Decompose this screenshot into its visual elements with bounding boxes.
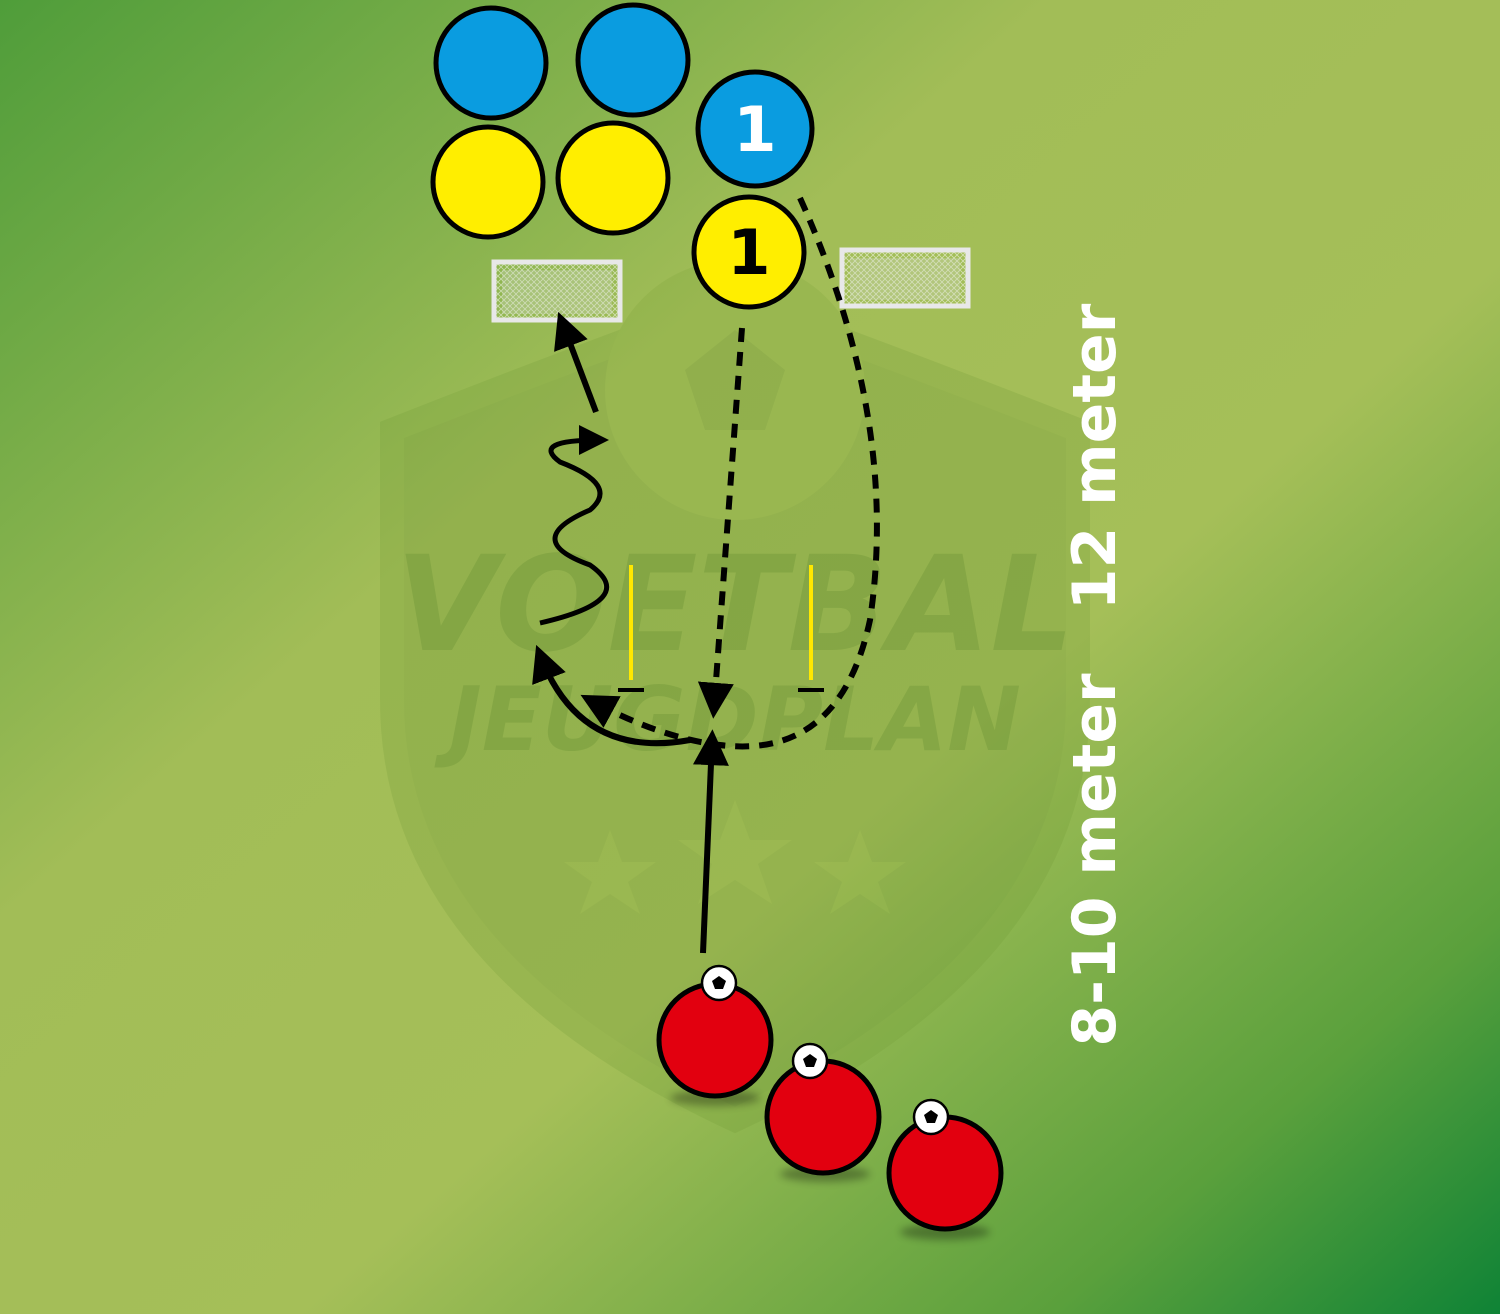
ball-icon [912, 1098, 950, 1136]
distance-label-8-10m: 8-10 meter [1060, 673, 1130, 1047]
player-red [886, 1114, 1004, 1232]
player-yellow [430, 124, 546, 240]
cone-pole-right [798, 565, 824, 692]
blue-run-arrow [580, 196, 880, 750]
yellow-player-number: 1 [727, 216, 770, 289]
yellow-run-arrow [697, 327, 745, 719]
turn-arrow [532, 644, 691, 747]
movement-lines [532, 196, 880, 954]
watermark-text: VOETBAL JEUGDPLAN [395, 528, 1074, 771]
active-blue-player: 1 [695, 69, 815, 189]
small-goal-left [491, 259, 623, 323]
ball-icon [791, 1042, 829, 1080]
waiting-group [430, 2, 691, 240]
player-red [764, 1058, 882, 1176]
cone-pole-left [618, 565, 644, 692]
watermark-line2: JEUGDPLAN [434, 668, 1021, 771]
player-yellow [555, 120, 671, 236]
small-goal-right [839, 247, 971, 309]
red-players [656, 981, 1004, 1240]
watermark-line1: VOETBAL [395, 528, 1074, 682]
watermark-logo [380, 260, 1090, 1134]
pass-arrow [692, 729, 729, 954]
shot-arrow [554, 311, 599, 414]
active-yellow-player: 1 [691, 194, 807, 310]
ball-icon [700, 964, 738, 1002]
blue-player-number: 1 [733, 93, 776, 166]
distance-label-12m: 12 meter [1060, 303, 1130, 610]
dribble-arrow [539, 425, 610, 626]
player-blue [575, 2, 691, 118]
player-blue [433, 5, 549, 121]
